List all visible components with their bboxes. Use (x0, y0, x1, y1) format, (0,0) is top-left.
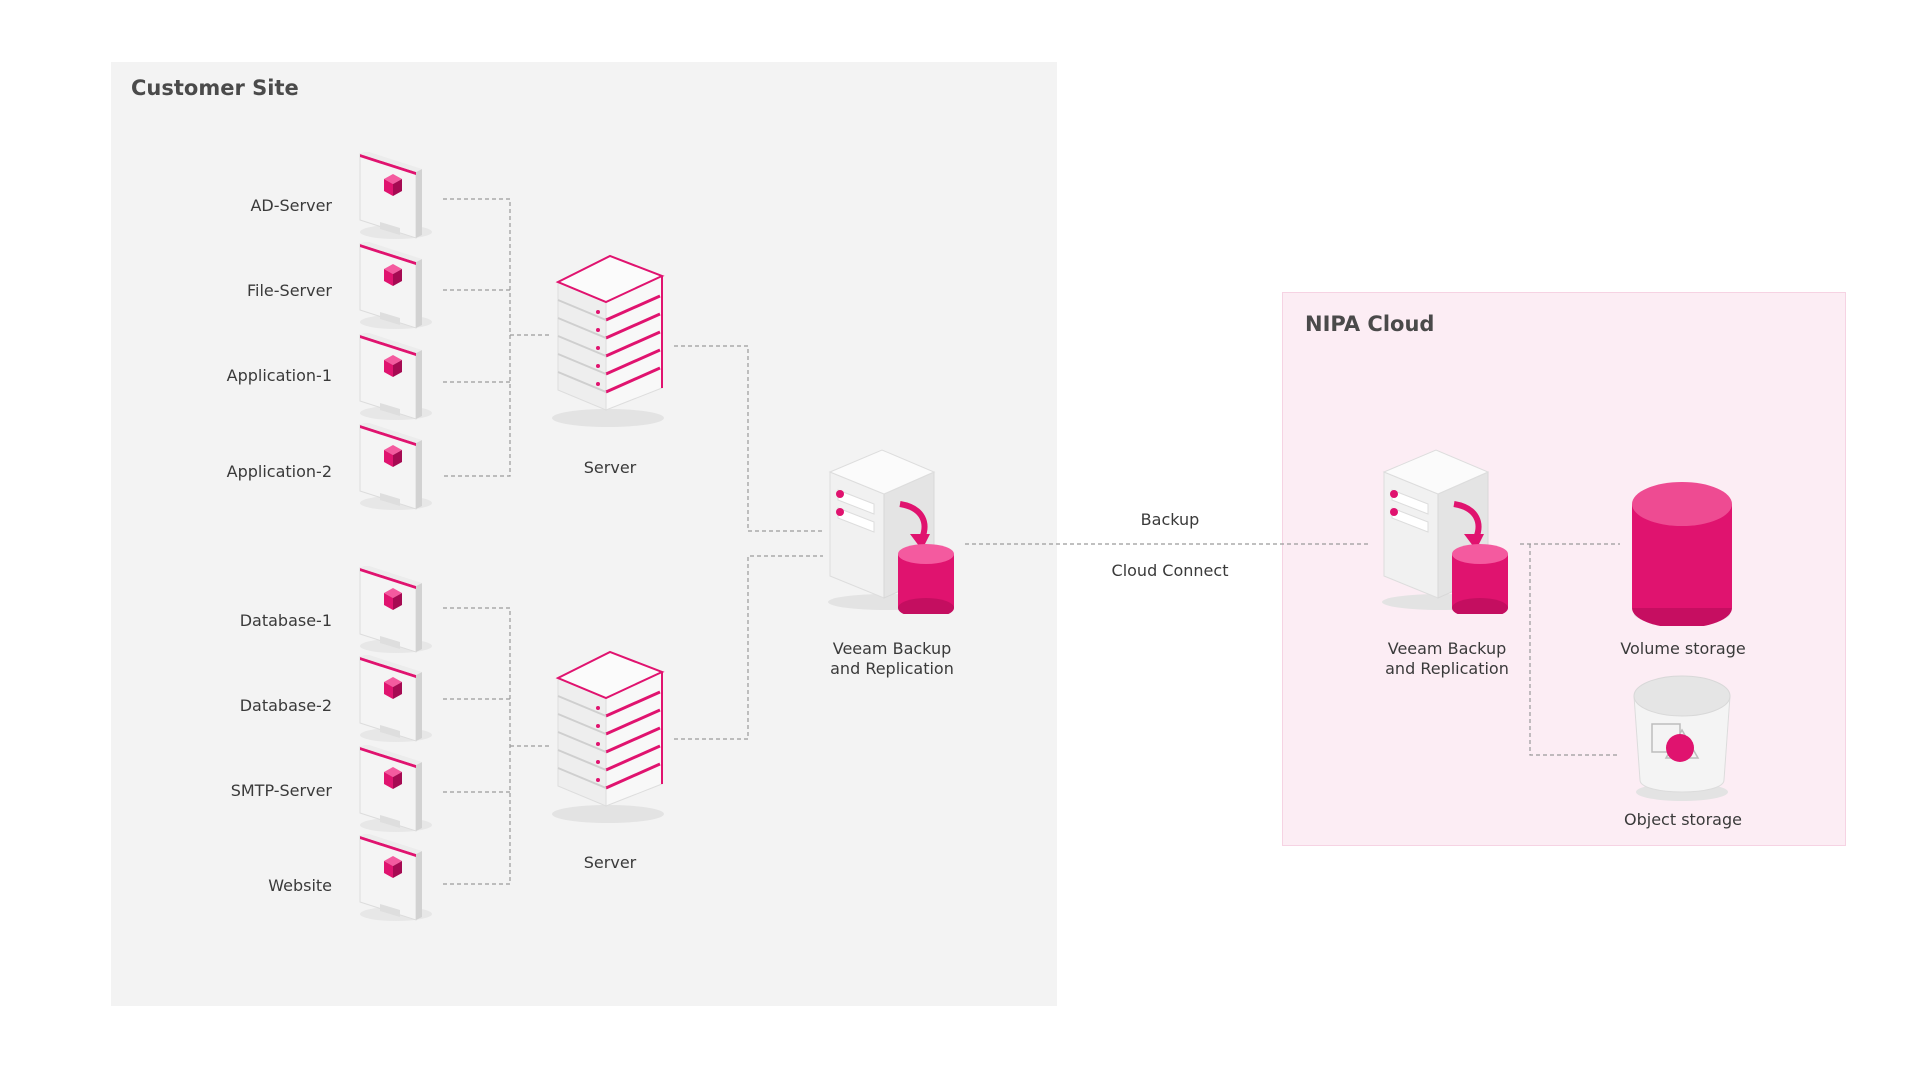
connector-server-top-to-veeam (674, 345, 823, 532)
veeam-label-cloud-line1: Veeam Backup (1387, 639, 1507, 658)
server-rack-icon (550, 254, 666, 429)
customer-site-title: Customer Site (131, 76, 299, 100)
host-label-application-2: Application-2 (226, 462, 332, 481)
connector-server-bottom-to-veeam (674, 555, 823, 740)
host-label-website: Website (268, 876, 332, 895)
object-storage-label: Object storage (1624, 810, 1742, 829)
cloud-connect-label: Cloud Connect (1111, 561, 1229, 580)
host-label-database-1: Database-1 (239, 611, 332, 630)
monitor-vm-icon (359, 655, 432, 743)
monitor-vm-icon (359, 566, 432, 654)
volume-storage-icon (1632, 482, 1732, 626)
monitor-vm-icon (359, 423, 432, 511)
host-label-ad-server: AD-Server (250, 196, 332, 215)
backup-server-icon (826, 442, 958, 614)
veeam-label-customer-line1: Veeam Backup (832, 639, 952, 658)
monitor-vm-icon (359, 745, 432, 833)
server-label-bottom: Server (583, 853, 637, 872)
veeam-label-cloud: Veeam Backup and Replication (1355, 639, 1539, 679)
veeam-label-customer-line2: and Replication (830, 659, 954, 678)
volume-storage-label: Volume storage (1620, 639, 1746, 658)
connector-bottom-host-1 (443, 607, 511, 885)
server-rack-icon (550, 650, 666, 825)
host-label-file-server: File-Server (246, 281, 332, 300)
backup-server-icon (1380, 442, 1512, 614)
veeam-label-cloud-line2: and Replication (1385, 659, 1509, 678)
monitor-vm-icon (359, 834, 432, 922)
host-label-application-1: Application-1 (226, 366, 332, 385)
host-label-smtp-server: SMTP-Server (230, 781, 332, 800)
connector-cloud-object (1529, 544, 1620, 756)
backup-label: Backup (1140, 510, 1200, 529)
object-storage-icon (1633, 675, 1731, 802)
monitor-vm-icon (359, 152, 432, 240)
server-label-top: Server (583, 458, 637, 477)
nipa-cloud-panel (1282, 292, 1846, 846)
host-label-database-2: Database-2 (239, 696, 332, 715)
veeam-label-customer: Veeam Backup and Replication (800, 639, 984, 679)
nipa-cloud-title: NIPA Cloud (1305, 312, 1435, 336)
monitor-vm-icon (359, 242, 432, 330)
monitor-vm-icon (359, 333, 432, 421)
connector-top-host-1 (443, 198, 511, 477)
